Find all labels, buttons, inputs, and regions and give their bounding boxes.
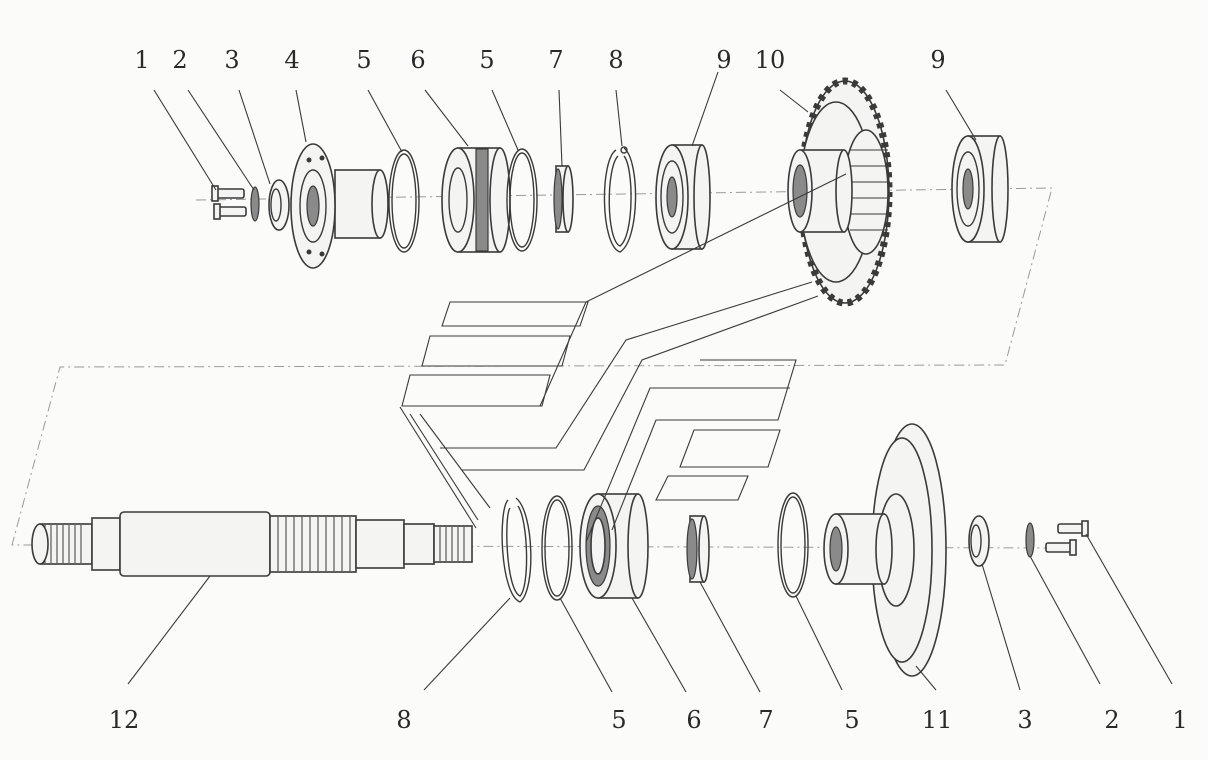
part-1-bolts-bottom [1045, 520, 1089, 556]
part-4-flange-hub [290, 143, 389, 269]
part-5-o-ring-bottom-b [777, 492, 809, 598]
leader-lines [127, 71, 1173, 693]
label-top-5b: 5 [479, 46, 494, 74]
part-8-circlip-top [603, 146, 637, 253]
part-3-cover-plate-bottom [968, 515, 990, 567]
label-bottom-5b: 5 [844, 706, 859, 734]
part-10-gear [787, 77, 893, 307]
part-6-bearing-sleeve-top [441, 147, 511, 253]
label-top-4: 4 [284, 46, 299, 74]
label-top-9a: 9 [716, 46, 731, 74]
label-top-7: 7 [548, 46, 563, 74]
part-5-o-ring-bottom-a [541, 495, 573, 601]
label-bottom-1: 1 [1172, 706, 1187, 734]
part-9-ball-bearing-top-a [655, 144, 711, 250]
part-2-washer-bottom [1025, 522, 1035, 558]
part-8-circlip-bottom [501, 497, 532, 603]
label-bottom-3: 3 [1017, 706, 1032, 734]
part-7-seal-bottom [686, 515, 710, 583]
label-top-9b: 9 [930, 46, 945, 74]
part-3-cover-plate-top [268, 179, 290, 231]
label-bottom-6: 6 [686, 706, 701, 734]
part-5-o-ring-top-a [388, 149, 420, 253]
label-bottom-2: 2 [1104, 706, 1119, 734]
label-top-8: 8 [608, 46, 623, 74]
part-12-shaft [31, 511, 473, 577]
label-bottom-5a: 5 [611, 706, 626, 734]
label-top-5a: 5 [356, 46, 371, 74]
part-6-bearing-sleeve-bottom [579, 493, 649, 599]
label-top-3: 3 [224, 46, 239, 74]
label-bottom-11: 11 [922, 706, 953, 734]
part-9-ball-bearing-top-b [951, 135, 1009, 243]
label-bottom-8: 8 [396, 706, 411, 734]
labels-bottom: 12 8 5 6 7 5 11 3 2 1 [109, 706, 1188, 734]
label-bottom-12: 12 [109, 706, 140, 734]
label-top-10: 10 [755, 46, 786, 74]
labels-top: 1 2 3 4 5 6 5 7 8 9 10 9 [134, 46, 945, 74]
part-1-bolts-top [211, 185, 247, 220]
label-top-6: 6 [410, 46, 425, 74]
label-top-2: 2 [172, 46, 187, 74]
part-7-seal-top [553, 165, 574, 233]
part-11-flange-disc [823, 423, 947, 677]
label-bottom-7: 7 [758, 706, 773, 734]
part-2-washer-top [250, 186, 260, 222]
part-5-o-ring-top-b [506, 148, 538, 252]
callout-panels [399, 173, 847, 543]
label-top-1: 1 [134, 46, 149, 74]
